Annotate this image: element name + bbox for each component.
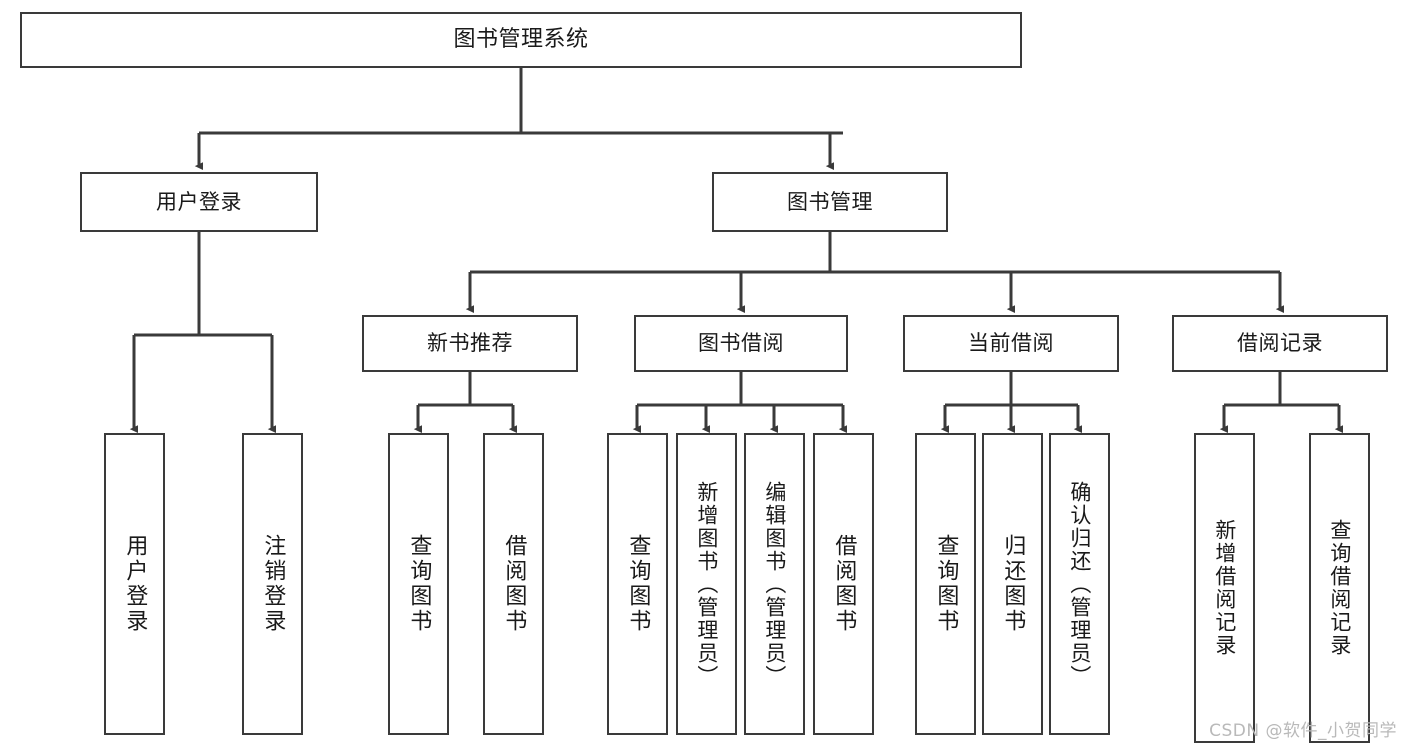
node-book-management[interactable]: 图书管理 bbox=[712, 172, 948, 232]
node-leaf-add-record[interactable]: 新增借阅记录 bbox=[1194, 433, 1255, 743]
node-leaf-confirm-return-label: 确认归还（管理员） bbox=[1067, 480, 1092, 688]
node-borrow-record[interactable]: 借阅记录 bbox=[1172, 315, 1388, 372]
node-leaf-return-book-label: 归还图书 bbox=[1000, 534, 1026, 634]
node-leaf-logout-label: 注销登录 bbox=[260, 534, 286, 634]
node-leaf-user-login[interactable]: 用户登录 bbox=[104, 433, 165, 735]
node-current-borrow-label: 当前借阅 bbox=[968, 331, 1054, 356]
node-user-login-label: 用户登录 bbox=[156, 189, 242, 214]
node-leaf-query-book-3[interactable]: 查询图书 bbox=[915, 433, 976, 735]
node-root-label: 图书管理系统 bbox=[453, 27, 589, 53]
node-leaf-user-login-label: 用户登录 bbox=[122, 534, 148, 634]
node-leaf-query-record[interactable]: 查询借阅记录 bbox=[1309, 433, 1370, 743]
node-leaf-add-book-label: 新增图书（管理员） bbox=[694, 480, 719, 688]
node-leaf-borrow-book-2-label: 借阅图书 bbox=[831, 534, 857, 634]
node-leaf-query-book-3-label: 查询图书 bbox=[933, 534, 959, 634]
node-book-borrow[interactable]: 图书借阅 bbox=[634, 315, 848, 372]
node-leaf-borrow-book-1-label: 借阅图书 bbox=[501, 534, 527, 634]
node-leaf-query-book-1[interactable]: 查询图书 bbox=[388, 433, 449, 735]
node-leaf-confirm-return[interactable]: 确认归还（管理员） bbox=[1049, 433, 1110, 735]
node-new-book-recommend-label: 新书推荐 bbox=[427, 331, 513, 356]
node-leaf-logout[interactable]: 注销登录 bbox=[242, 433, 303, 735]
node-root[interactable]: 图书管理系统 bbox=[20, 12, 1022, 68]
node-current-borrow[interactable]: 当前借阅 bbox=[903, 315, 1119, 372]
node-leaf-borrow-book-1[interactable]: 借阅图书 bbox=[483, 433, 544, 735]
node-leaf-add-record-label: 新增借阅记录 bbox=[1212, 519, 1237, 657]
node-book-borrow-label: 图书借阅 bbox=[698, 331, 784, 356]
node-leaf-query-book-2-label: 查询图书 bbox=[625, 534, 651, 634]
node-leaf-query-book-2[interactable]: 查询图书 bbox=[607, 433, 668, 735]
node-leaf-return-book[interactable]: 归还图书 bbox=[982, 433, 1043, 735]
csdn-watermark: CSDN @软件_小贺同学 bbox=[1209, 721, 1397, 741]
node-user-login[interactable]: 用户登录 bbox=[80, 172, 318, 232]
node-leaf-query-record-label: 查询借阅记录 bbox=[1327, 519, 1352, 657]
node-borrow-record-label: 借阅记录 bbox=[1237, 331, 1323, 356]
node-leaf-edit-book[interactable]: 编辑图书（管理员） bbox=[744, 433, 805, 735]
node-book-management-label: 图书管理 bbox=[787, 189, 873, 214]
node-leaf-add-book[interactable]: 新增图书（管理员） bbox=[676, 433, 737, 735]
node-leaf-query-book-1-label: 查询图书 bbox=[406, 534, 432, 634]
node-leaf-edit-book-label: 编辑图书（管理员） bbox=[762, 480, 787, 688]
node-new-book-recommend[interactable]: 新书推荐 bbox=[362, 315, 578, 372]
node-leaf-borrow-book-2[interactable]: 借阅图书 bbox=[813, 433, 874, 735]
